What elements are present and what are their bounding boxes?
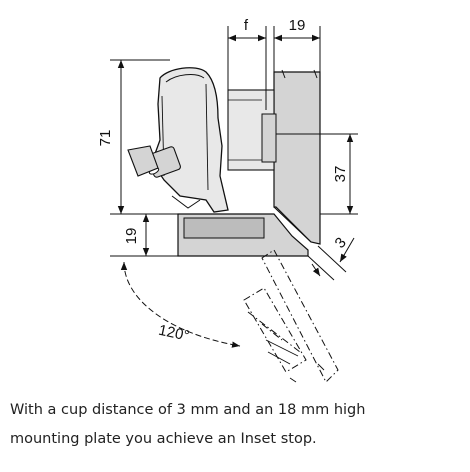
caption: With a cup distance of 3 mm and an 18 mm… (10, 396, 460, 454)
dimension-19-plate-label: 19 (123, 228, 140, 245)
open-door-detail (265, 339, 325, 383)
caption-line-1: With a cup distance of 3 mm and an 18 mm… (10, 402, 366, 418)
side-panel (272, 69, 330, 245)
mounting-plate (177, 213, 309, 257)
hinge-diagram: f 19 71 37 19 3 120° (97, 17, 358, 383)
dimension-37: 37 (320, 133, 358, 215)
opening-angle: 120° (120, 261, 241, 348)
caption-line-2: mounting plate you achieve an Inset stop… (10, 431, 317, 447)
dimension-19-top: 19 (273, 17, 321, 72)
hinge-arm (127, 67, 229, 213)
dimension-37-label: 37 (332, 166, 349, 183)
opening-angle-label: 120° (157, 322, 191, 345)
hinge-cup (227, 89, 277, 171)
dimension-71-label: 71 (97, 130, 114, 147)
dimension-f: f (227, 17, 267, 110)
open-door-outline (243, 249, 339, 383)
dimension-f-label: f (244, 17, 249, 34)
dimension-19-plate: 19 (110, 214, 178, 257)
dimension-19-top-label: 19 (289, 17, 306, 34)
